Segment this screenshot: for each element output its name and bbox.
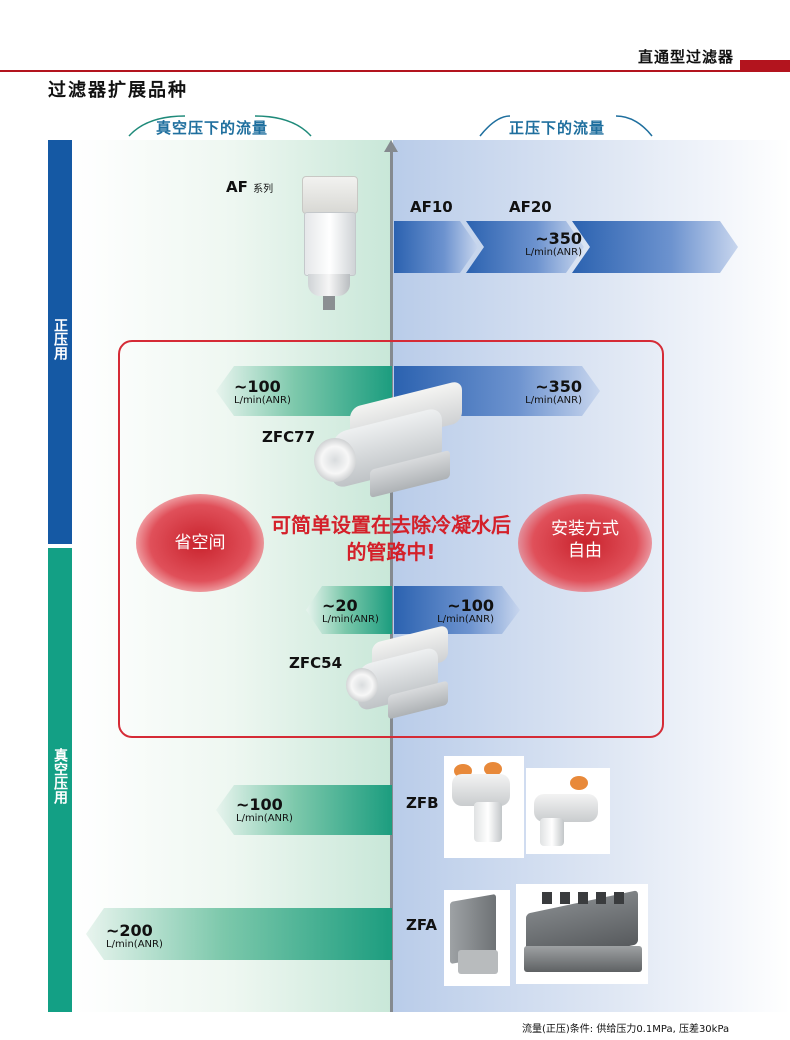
zfa-label: ZFA	[406, 916, 438, 934]
af20-label: AF20	[509, 198, 552, 216]
zfc54-positive-arrow	[394, 586, 520, 634]
zfc77-vacuum-flow-label: ~100 L/min(ANR)	[234, 377, 291, 406]
vacuum-pressure-bar: 真空压用	[48, 548, 72, 1012]
positive-label-arc	[479, 115, 653, 137]
axis-arrowhead	[384, 140, 398, 152]
positive-pressure-bar: 正压用	[48, 140, 72, 544]
af10-label: AF10	[410, 198, 453, 216]
zfc54-positive-flow-label: ~100 L/min(ANR)	[437, 596, 494, 625]
zfa-single-image	[444, 890, 510, 986]
vacuum-flow-label: 真空压下的流量	[156, 119, 269, 137]
header-tab	[740, 60, 790, 72]
zfc54-vacuum-arrow	[306, 586, 392, 634]
af-filter-image	[298, 176, 360, 310]
zfa-vacuum-arrow	[86, 908, 392, 960]
zfc54-label: ZFC54	[289, 654, 343, 672]
zfc77-label: ZFC77	[262, 428, 316, 446]
zfc54-vacuum-flow-label: ~20 L/min(ANR)	[322, 596, 379, 625]
af-flow-label: ~350 L/min(ANR)	[525, 229, 582, 258]
center-message: 可简单设置在去除冷凝水后 的管路中!	[271, 513, 511, 564]
zfc77-vacuum-arrow	[216, 366, 392, 416]
mounting-free-text: 安装方式 自由	[551, 519, 619, 561]
zfb-vacuum-arrow	[216, 785, 392, 835]
zfc77-positive-flow-label: ~350 L/min(ANR)	[525, 377, 582, 406]
left-highlight-blob	[136, 494, 264, 592]
af-flow-arrow	[394, 221, 738, 273]
page-title: 过滤器扩展品种	[48, 80, 188, 101]
header-rule	[0, 70, 740, 72]
zfb-elbow-image	[526, 768, 610, 854]
right-highlight-blob	[518, 494, 652, 592]
zfa-vacuum-flow-label: ~200 L/min(ANR)	[106, 921, 163, 950]
header-title: 直通型过滤器	[637, 48, 734, 66]
positive-flow-label: 正压下的流量	[509, 119, 606, 137]
center-axis	[390, 150, 393, 1012]
zfb-label: ZFB	[406, 794, 439, 812]
space-saving-text: 省空间	[174, 533, 226, 553]
zfb-straight-image	[444, 756, 524, 858]
zfa-manifold-image	[516, 884, 648, 984]
zfc77-filter-image	[312, 380, 470, 498]
vacuum-label-arc	[128, 115, 312, 137]
footnote: 流量(正压)条件: 供给压力0.1MPa, 压差30kPa	[522, 1024, 730, 1035]
positive-bar-label: 正压用	[52, 318, 68, 360]
zfb-vacuum-flow-label: ~100 L/min(ANR)	[236, 795, 293, 824]
highlight-box	[118, 340, 664, 738]
af-label: AF 系列	[226, 178, 274, 196]
zfc54-filter-image	[344, 624, 452, 720]
vacuum-bar-label: 真空压用	[52, 748, 68, 804]
